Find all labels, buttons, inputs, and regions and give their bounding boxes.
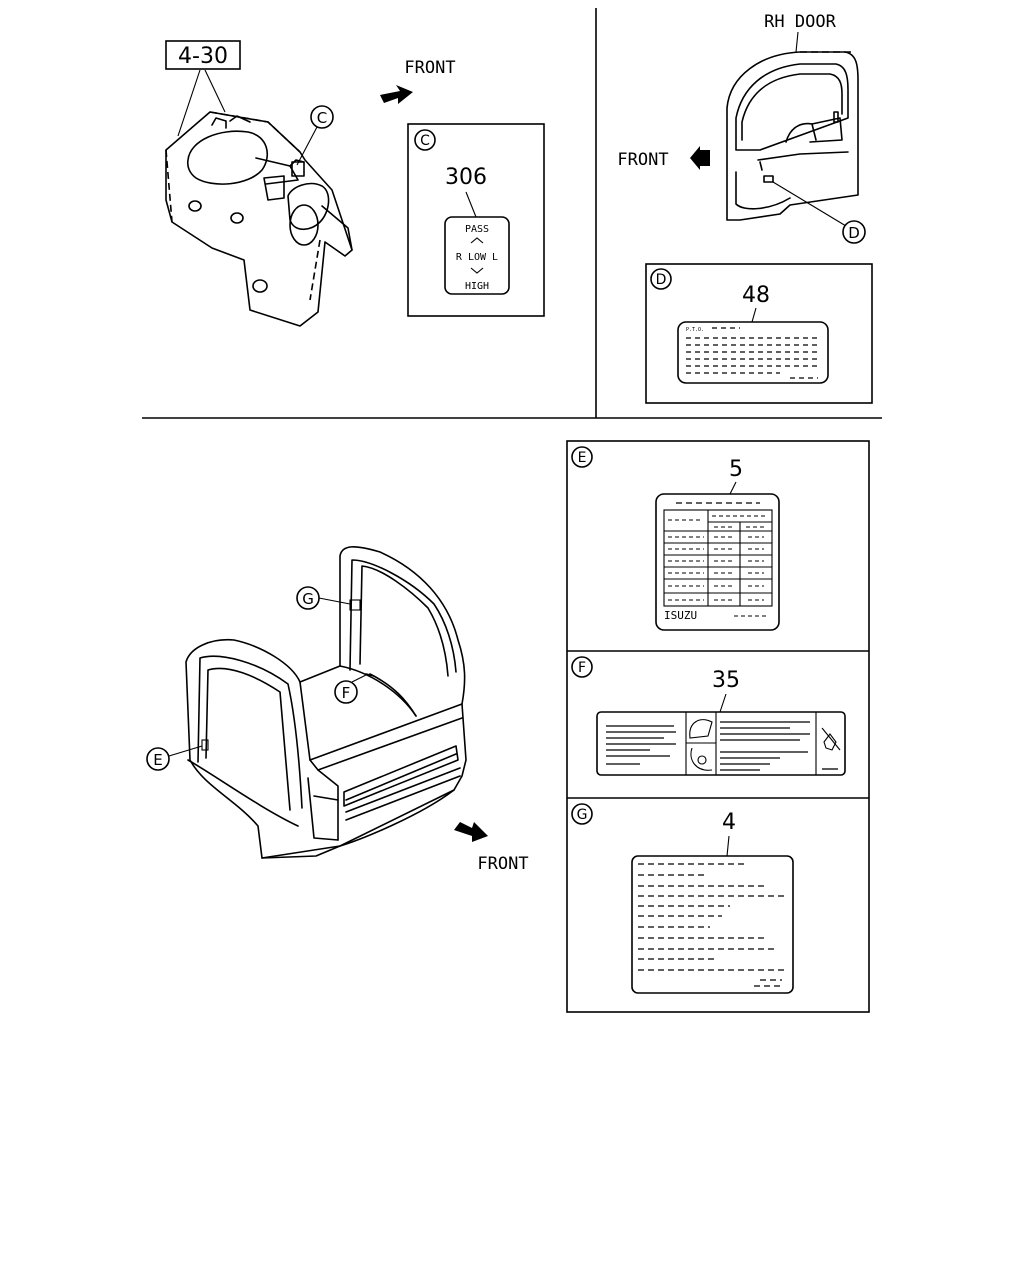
detail-e-brand: ISUZU — [664, 609, 697, 622]
column-switch-illustration — [165, 111, 353, 327]
callout-f-leader — [351, 673, 369, 683]
detail-e-panel: E 5 ISUZU — [571, 446, 780, 631]
detail-c-part-no: 306 — [445, 165, 487, 190]
front-label-top-right: FRONT — [617, 150, 668, 170]
ref-430-leader-1 — [177, 69, 201, 137]
detail-d-callout: D — [656, 272, 667, 288]
detail-d-panel: D 48 P.T.O. — [645, 263, 873, 404]
callout-g-leader — [318, 597, 351, 605]
callout-c: C — [310, 105, 334, 129]
callout-e-text: E — [153, 751, 162, 769]
ref-430-tag: 4-30 — [165, 40, 241, 70]
detail-g-panel: G 4 — [571, 803, 794, 994]
callout-f: F — [334, 680, 358, 704]
detail-c-low: R LOW L — [456, 252, 498, 263]
detail-f-callout: F — [578, 660, 586, 676]
detail-f-panel: F 35 — [571, 656, 846, 776]
ref-430-leader-2 — [204, 69, 226, 113]
front-arrow-top-left: FRONT — [380, 58, 456, 104]
detail-c-panel: C 306 PASS R LOW L HIGH — [407, 123, 545, 317]
detail-g-part-no: 4 — [722, 810, 736, 835]
ref-430-text: 4-30 — [178, 44, 228, 69]
detail-d-header: P.T.O. — [686, 327, 704, 333]
callout-d-text: D — [848, 224, 860, 242]
front-arrow-bottom: FRONT — [454, 822, 529, 874]
rh-door-leader — [795, 31, 799, 53]
rh-door-illustration — [726, 51, 859, 221]
callout-e-leader — [168, 745, 203, 757]
rh-door-label: RH DOOR — [764, 12, 836, 32]
callout-c-text: C — [317, 109, 327, 127]
front-label-bottom: FRONT — [477, 854, 528, 874]
callout-g-text: G — [302, 590, 314, 608]
detail-e-callout: E — [578, 450, 587, 466]
front-label-top-left: FRONT — [404, 58, 455, 78]
callout-c-leader — [296, 126, 318, 166]
detail-c-callout: C — [420, 133, 430, 149]
callout-d-leader — [772, 181, 847, 227]
callout-g: G — [296, 586, 320, 610]
detail-d-text-lines — [686, 327, 818, 379]
detail-g-text-lines — [638, 863, 784, 987]
detail-g-callout: G — [577, 807, 588, 823]
callout-d: D — [842, 220, 866, 244]
cab-illustration — [185, 546, 467, 859]
callout-e: E — [146, 747, 170, 771]
callout-f-text: F — [342, 684, 351, 702]
detail-c-pass: PASS — [465, 224, 489, 235]
detail-c-high: HIGH — [465, 281, 489, 292]
detail-f-part-no: 35 — [712, 668, 740, 693]
detail-d-part-no: 48 — [742, 283, 770, 308]
detail-e-part-no: 5 — [729, 457, 743, 482]
front-arrow-top-right: FRONT — [617, 146, 710, 170]
